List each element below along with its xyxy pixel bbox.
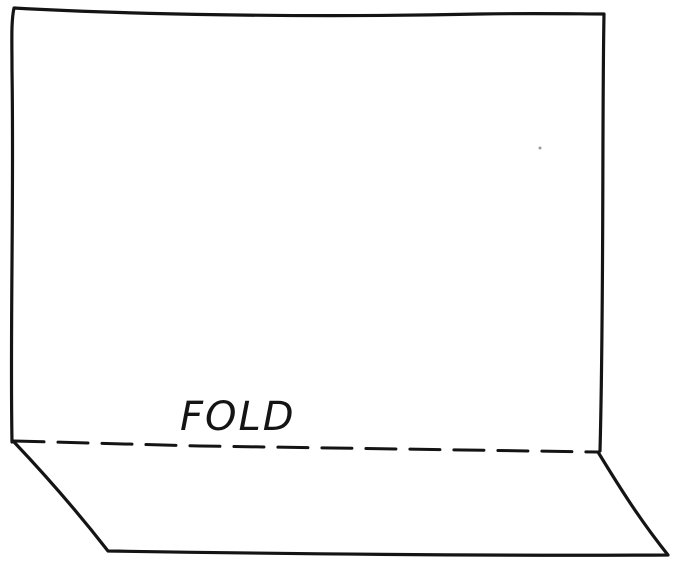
- paper-speck: [539, 147, 542, 150]
- lower-flap-outline: [14, 442, 668, 555]
- fold-line: [14, 441, 598, 452]
- upper-panel-outline: [11, 8, 604, 451]
- fold-label: FOLD: [180, 394, 296, 440]
